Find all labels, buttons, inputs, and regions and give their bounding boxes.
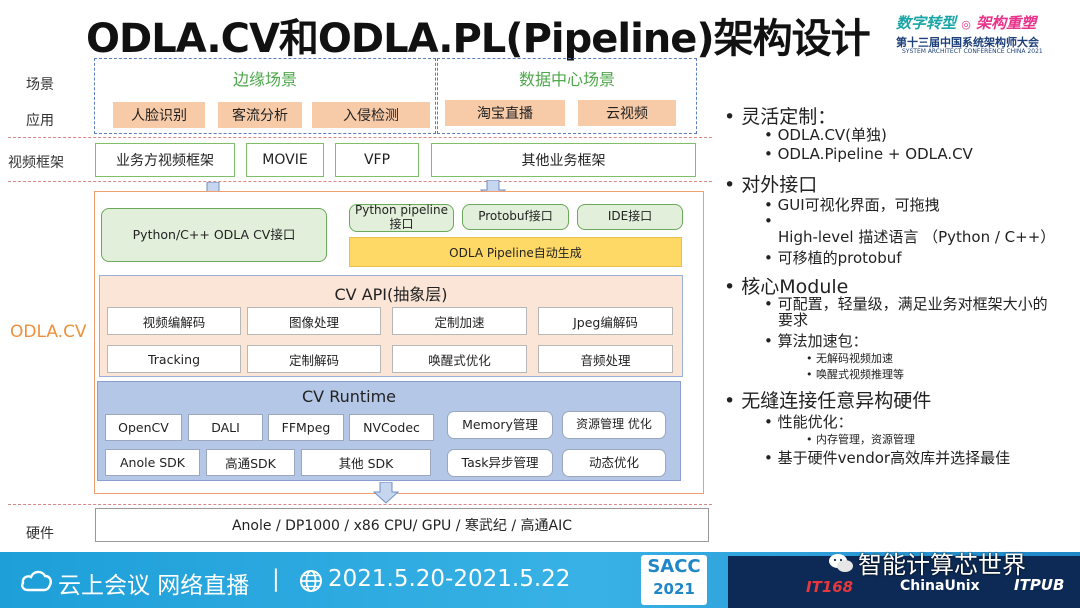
separator-line (8, 181, 712, 182)
bullet-1-sub-2: • ODLA.Pipeline + ODLA.CV (764, 145, 973, 163)
runtime-task-async: Task异步管理 (447, 449, 553, 477)
framework-vfp: VFP (335, 143, 419, 177)
bullet-3-sub-2-item-1: • 无解码视频加速 (806, 352, 893, 365)
conference-english: SYSTEM ARCHITECT CONFERENCE CHINA 2021 (902, 48, 1043, 55)
row-label-odla-cv: ODLA.CV (10, 322, 87, 342)
app-face-recognition: 人脸识别 (113, 102, 205, 128)
api-jpeg-codec: Jpeg编解码 (538, 307, 673, 335)
app-taobao-live: 淘宝直播 (445, 100, 565, 126)
runtime-resource-opt: 资源管理 优化 (562, 411, 666, 439)
lib-dali: DALI (188, 414, 263, 441)
framework-other: 其他业务框架 (431, 143, 696, 177)
bullet-2-sub-1: • GUI可视化界面，可拖拽 (764, 196, 940, 214)
conference-slogan: 数字转型 ◎ 架构重塑 (896, 12, 1036, 33)
lib-nvcodec: NVCodec (349, 414, 434, 441)
edge-scene-title: 边缘场景 (232, 70, 297, 89)
python-pipeline-interface: Python pipeline 接口 (349, 203, 454, 232)
bullet-3-sub-1: • 可配置，轻量级，满足业务对框架大小的要求 (764, 295, 1048, 329)
dc-scene-box (437, 58, 697, 134)
bullet-3-sub-2: • 算法加速包： (764, 332, 868, 350)
lib-qualcomm-sdk: 高通SDK (206, 449, 295, 476)
protobuf-interface: Protobuf接口 (462, 204, 569, 230)
sponsor-chinaunix-logo: ChinaUnix (900, 578, 980, 594)
down-arrow-icon (373, 482, 399, 504)
row-label-app: 应用 (26, 113, 54, 129)
bullet-4-sub-2: • 基于硬件vendor高效库并选择最佳 (764, 449, 1011, 467)
python-cpp-cv-interface: Python/C++ ODLA CV接口 (101, 208, 327, 262)
api-wakeup-optimize: 唤醒式优化 (392, 345, 527, 373)
bullet-4-sub-1-item-1: • 内存管理，资源管理 (806, 433, 915, 446)
globe-icon (300, 570, 322, 592)
edge-scene-box (94, 58, 436, 134)
sponsor-itpub-logo: ITPUB (1014, 576, 1065, 594)
sponsor-strip (728, 556, 1080, 608)
lib-ffmpeg: FFMpeg (268, 414, 344, 441)
lib-other-sdk: 其他 SDK (301, 449, 431, 476)
cv-runtime-title: CV Runtime (301, 387, 397, 406)
footer-live-text: 云上会议 网络直播 (58, 573, 250, 599)
row-label-hardware: 硬件 (26, 526, 54, 542)
bullet-1: • 灵活定制： (724, 102, 836, 129)
slogan-a: 数字转型 (896, 14, 957, 32)
bullet-4-text: • 无缝连接任意异构硬件 (724, 390, 932, 412)
wechat-account-name: 智能计算芯世界 (858, 551, 1026, 579)
separator-line (8, 137, 712, 138)
footer-separator: | (272, 566, 280, 592)
sacc-logo-year: 2021 (653, 580, 695, 598)
lib-anole-sdk: Anole SDK (105, 449, 200, 476)
app-crowd-analysis: 客流分析 (218, 102, 302, 128)
slogan-dot-icon: ◎ (961, 18, 971, 31)
api-audio-processing: 音频处理 (538, 345, 673, 373)
slogan-b: 架构重塑 (976, 14, 1037, 32)
bullet-3-sub-2-item-2: • 唤醒式视频推理等 (806, 368, 904, 381)
bullet-3-text: • 核心Module (724, 276, 849, 298)
dc-scene-title: 数据中心场景 (518, 70, 615, 89)
cv-api-title: CV API(抽象层) (334, 285, 448, 304)
bullet-2-sub-3: • 可移植的protobuf (764, 249, 902, 267)
bullet-1-sub-1: • ODLA.CV(单独) (764, 126, 887, 144)
bullet-1-text: • 灵活定制： (724, 106, 837, 128)
app-cloud-video: 云视频 (578, 100, 676, 126)
bullet-4-sub-1: • 性能优化： (764, 413, 853, 431)
cloud-icon (21, 570, 52, 592)
pipeline-autogen: ODLA Pipeline自动生成 (349, 237, 682, 267)
framework-business-video: 业务方视频框架 (95, 143, 235, 177)
sacc-logo-text: SACC (647, 556, 701, 577)
conference-name: 第十三届中国系统架构师大会 (896, 36, 1039, 49)
api-custom-accel: 定制加速 (392, 307, 527, 335)
runtime-memory-mgmt: Memory管理 (447, 411, 553, 439)
page-title: ODLA.CV和ODLA.PL(Pipeline)架构设计 (86, 16, 871, 62)
api-video-codec: 视频编解码 (107, 307, 241, 335)
sponsor-it168-logo: IT168 (806, 578, 854, 596)
ide-interface: IDE接口 (577, 204, 683, 230)
sacc-logo: SACC 2021 (641, 555, 707, 605)
api-image-processing: 图像处理 (247, 307, 381, 335)
api-custom-decode: 定制解码 (247, 345, 381, 373)
app-intrusion-detection: 入侵检测 (312, 102, 430, 128)
lib-opencv: OpenCV (105, 414, 182, 441)
bullet-2-sub-2: • High-level 描述语言 （Python / C++） (764, 212, 1056, 246)
framework-movie: MOVIE (246, 143, 324, 177)
row-label-scene: 场景 (26, 77, 54, 93)
row-label-video-framework: 视频框架 (8, 155, 64, 171)
separator-line (8, 504, 712, 505)
footer-dates: 2021.5.20-2021.5.22 (328, 566, 571, 592)
api-tracking: Tracking (107, 345, 241, 373)
runtime-dynamic-opt: 动态优化 (562, 449, 666, 477)
bullet-2-text: • 对外接口 (724, 174, 818, 196)
wechat-icon (829, 554, 853, 572)
hardware-bar: Anole / DP1000 / x86 CPU/ GPU / 寒武纪 / 高通… (95, 508, 709, 542)
